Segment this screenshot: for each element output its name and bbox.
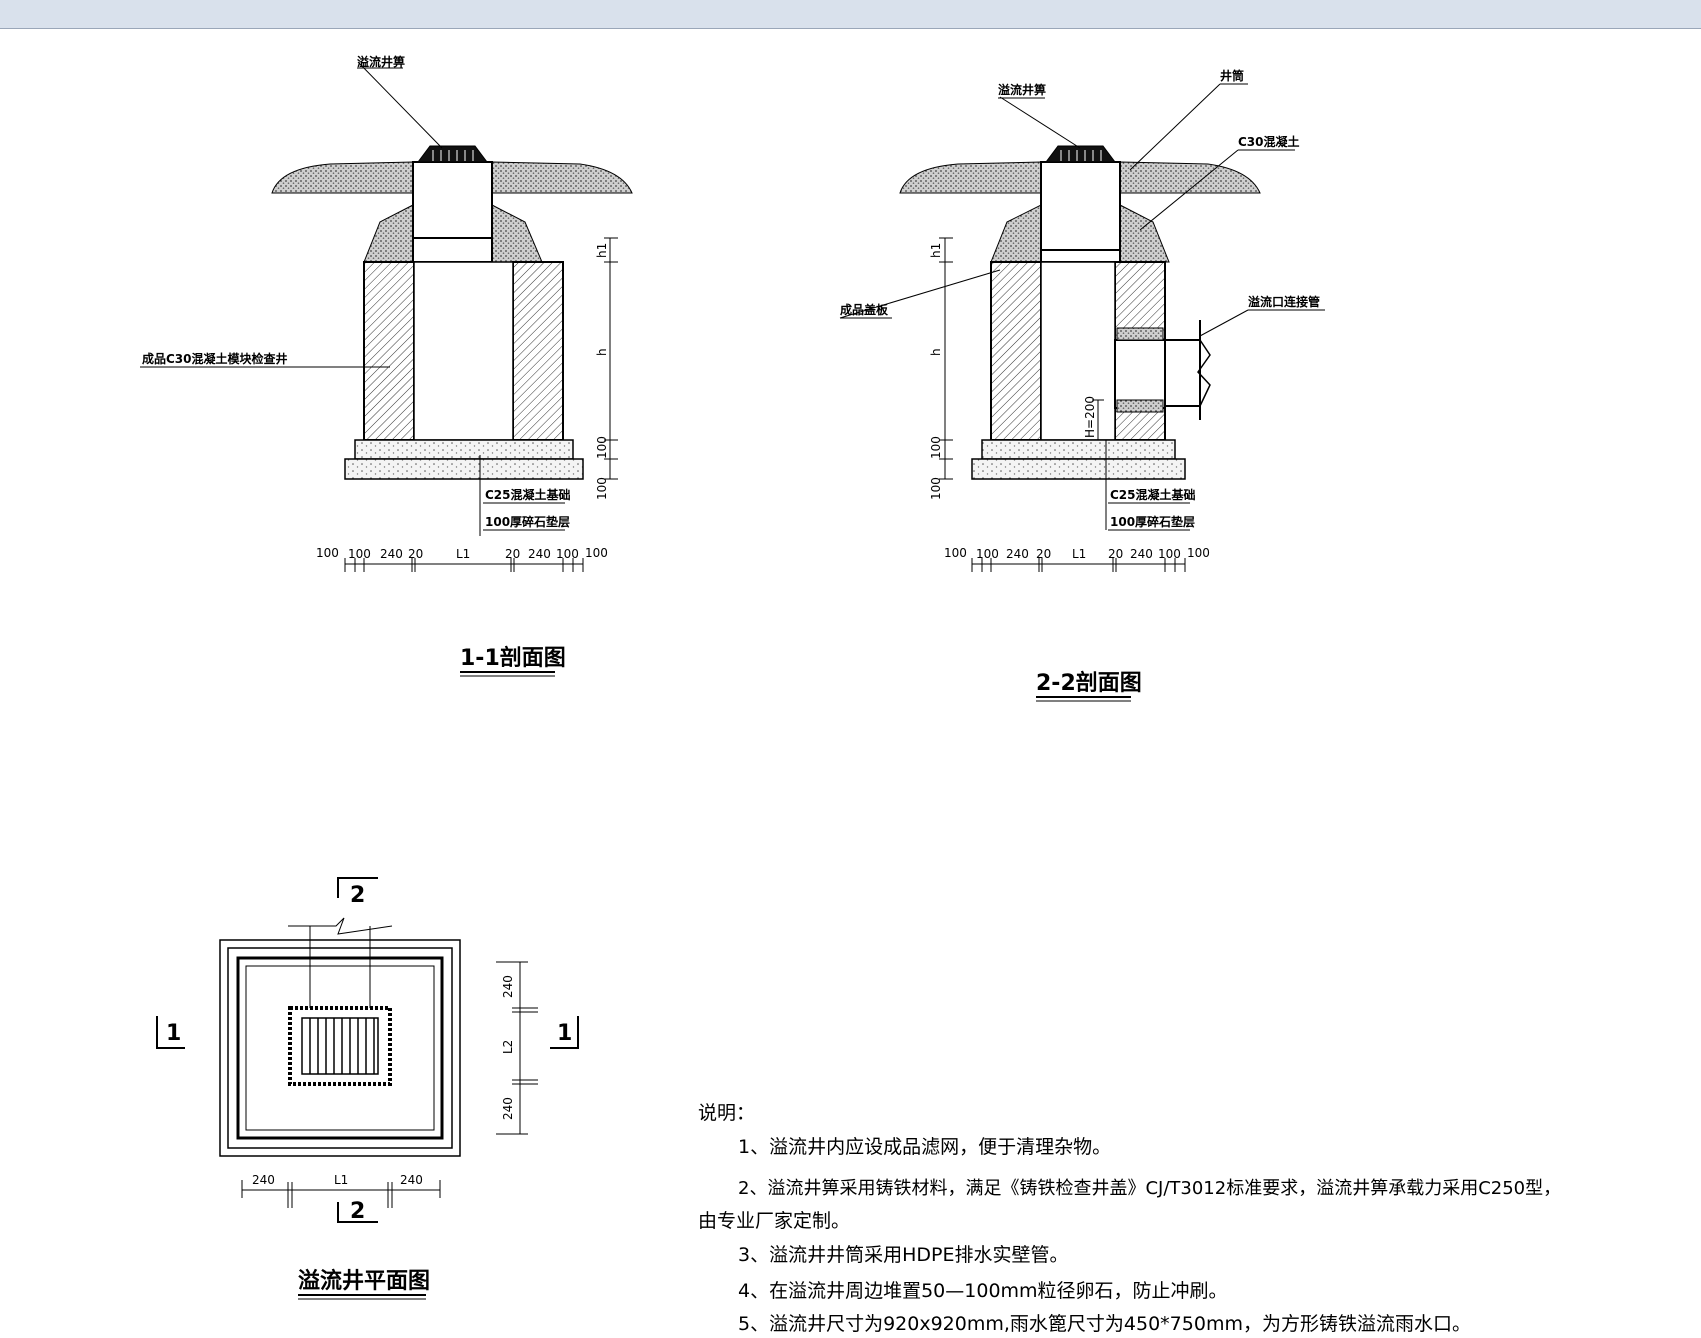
gravel-layer (971, 458, 1186, 480)
dim-plan-b2: L1 (334, 1173, 348, 1187)
viewer-toolbar (0, 0, 1701, 29)
label-pipe: 溢流口连接管 (1248, 294, 1320, 309)
dim-b2: 100 (348, 547, 371, 561)
dim-b4: 20 (408, 547, 423, 561)
dim-100a: 100 (595, 436, 609, 459)
section-1-1: 溢流井箅 成品C30混凝土模块检查井 C25混凝土基础 100厚碎石垫层 h1 … (140, 54, 633, 677)
grate-icon (417, 145, 488, 163)
dim-100b: 100 (929, 477, 943, 500)
dim-h1: h1 (929, 243, 943, 258)
note-5: 5、溢流井尺寸为920x920mm,雨水篦尺寸为450*750mm，为方形铸铁溢… (738, 1313, 1471, 1335)
dim-b1: 100 (316, 546, 339, 560)
ground-fill (899, 161, 1261, 194)
gravel-layer (344, 458, 584, 480)
dim-b2: 100 (976, 547, 999, 561)
wall-left (990, 261, 1042, 441)
outlet-pipe (1114, 339, 1166, 409)
dim-b3: 240 (380, 547, 403, 561)
cut-mark-bottom: 2 (350, 1199, 365, 1224)
cut-mark-left: 1 (166, 1021, 181, 1046)
plan-view: 2 2 1 1 240 L2 240 240 (156, 877, 579, 1300)
grate-plan-icon (288, 1006, 392, 1086)
dim-b7: 240 (528, 547, 551, 561)
cut-mark-top: 2 (350, 883, 365, 908)
label-cover: 成品盖板 (840, 302, 889, 317)
ground-fill (271, 161, 633, 194)
dim-plan-b3: 240 (400, 1173, 423, 1187)
note-2: 2、溢流井箅采用铸铁材料，满足《铸铁检查井盖》CJ/T3012标准要求，溢流井箅… (738, 1178, 1562, 1199)
dim-h200: H=200 (1083, 396, 1097, 438)
base-c25 (981, 439, 1176, 460)
grate-icon (1045, 145, 1116, 163)
dim-100b: 100 (595, 477, 609, 500)
note-3: 3、溢流井井筒采用HDPE排水实壁管。 (738, 1244, 1069, 1266)
label-gravel: 100厚碎石垫层 (485, 514, 570, 529)
section-2-2: 溢流井箅 井筒 C30混凝土 成品盖板 溢流口连接管 H=200 C25混凝土基… (839, 68, 1325, 702)
note-1: 1、溢流井内应设成品滤网，便于清理杂物。 (738, 1136, 1112, 1158)
notes-heading: 说明： (698, 1102, 756, 1124)
dim-100a: 100 (929, 436, 943, 459)
dim-h1: h1 (595, 243, 609, 258)
base-c25 (354, 439, 574, 460)
dim-plan-r3: 240 (501, 1097, 515, 1120)
dim-h: h (595, 348, 609, 356)
dim-b9: 100 (585, 546, 608, 560)
shaft (1040, 161, 1121, 263)
dim-b4: 20 (1036, 547, 1051, 561)
dim-b5: L1 (456, 547, 470, 561)
dim-b3: 240 (1006, 547, 1029, 561)
label-well: 成品C30混凝土模块检查井 (142, 351, 288, 366)
wall-right (512, 261, 564, 441)
dim-b5: L1 (1072, 547, 1086, 561)
dim-b7: 240 (1130, 547, 1153, 561)
label-grate: 溢流井箅 (998, 82, 1046, 97)
label-base-c25: C25混凝土基础 (1110, 487, 1196, 502)
shaft (412, 161, 493, 263)
dim-h: h (929, 348, 943, 356)
note-4: 4、在溢流井周边堆置50—100mm粒径卵石，防止冲刷。 (738, 1280, 1228, 1302)
section-2-2-title: 2-2剖面图 (1036, 670, 1142, 696)
cut-mark-right: 1 (557, 1021, 572, 1046)
label-c30: C30混凝土 (1238, 134, 1300, 149)
dim-b8: 100 (1158, 547, 1181, 561)
plan-title: 溢流井平面图 (298, 1268, 430, 1294)
dim-plan-r2: L2 (501, 1040, 515, 1054)
dim-plan-b1: 240 (252, 1173, 275, 1187)
label-gravel: 100厚碎石垫层 (1110, 514, 1195, 529)
section-1-1-title: 1-1剖面图 (460, 645, 566, 671)
dim-b6: 20 (1108, 547, 1123, 561)
dim-b8: 100 (556, 547, 579, 561)
note-2-cont: 由专业厂家定制。 (698, 1210, 851, 1232)
wall-left (363, 261, 415, 441)
label-well-tube: 井筒 (1220, 68, 1244, 83)
dim-b6: 20 (505, 547, 520, 561)
label-base-c25: C25混凝土基础 (485, 487, 571, 502)
dim-b9: 100 (1187, 546, 1210, 560)
dim-plan-r1: 240 (501, 975, 515, 998)
dim-b1: 100 (944, 546, 967, 560)
label-grate: 溢流井箅 (357, 54, 405, 69)
